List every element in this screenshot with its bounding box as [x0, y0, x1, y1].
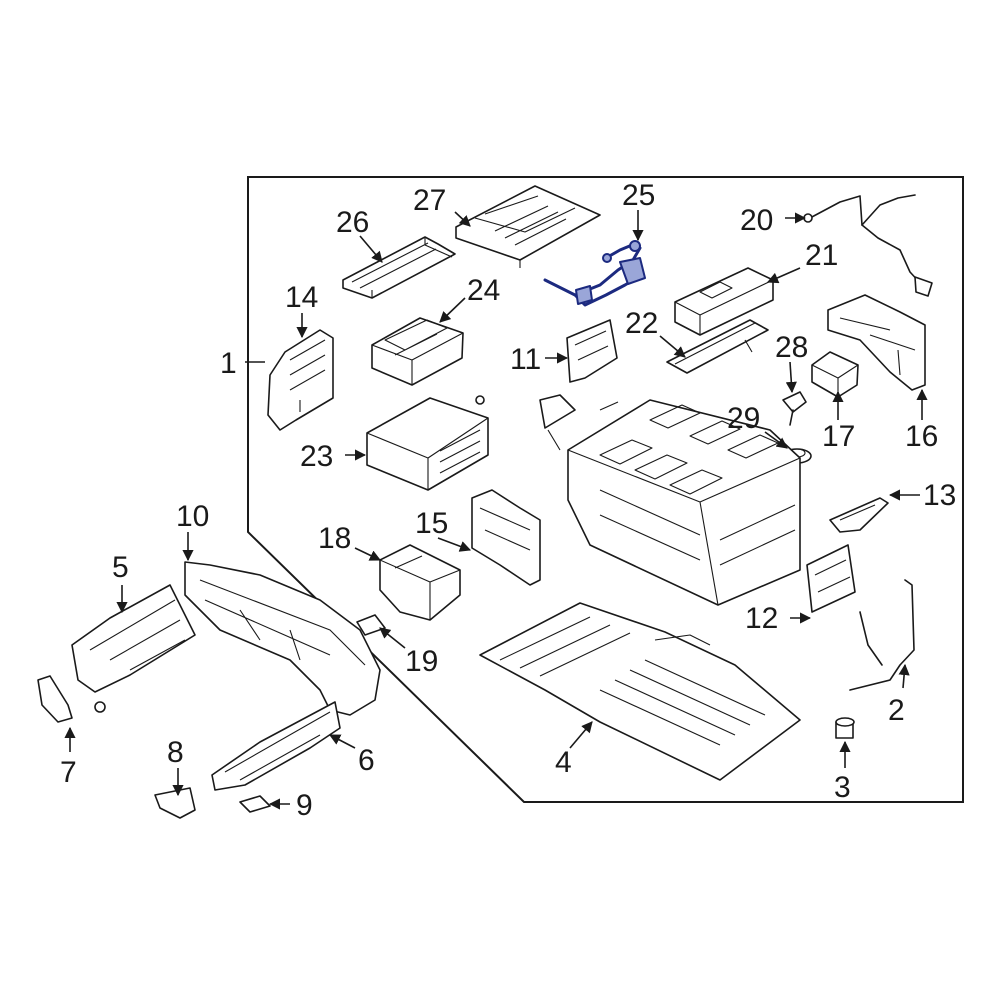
part-6-bracket[interactable]: [211, 701, 341, 791]
callout-14[interactable]: 14: [285, 281, 318, 314]
callout-labels: 1 2 3 4 5 6 7 8 9 10 11 12 13 14 15 16 1…: [60, 179, 956, 822]
callout-20[interactable]: 20: [740, 204, 773, 237]
part-5-bracket[interactable]: [71, 584, 196, 713]
callout-15[interactable]: 15: [415, 507, 448, 540]
part-23-control-unit[interactable]: [366, 395, 489, 491]
part-7-bracket[interactable]: [37, 675, 73, 723]
callout-19[interactable]: 19: [405, 645, 438, 678]
callout-22[interactable]: 22: [625, 307, 658, 340]
part-9-clip[interactable]: [239, 795, 271, 813]
part-27-cover-plate[interactable]: [455, 185, 601, 268]
part-26-cover-plate[interactable]: [342, 236, 456, 299]
part-11-bracket[interactable]: [566, 319, 618, 383]
part-21-junction-box[interactable]: [674, 267, 774, 336]
callout-11[interactable]: 11: [510, 343, 541, 376]
part-18-bracket[interactable]: [379, 544, 461, 621]
callout-18[interactable]: 18: [318, 522, 351, 555]
callout-25[interactable]: 25: [622, 179, 655, 212]
part-4-floor-pan[interactable]: [479, 602, 801, 781]
callout-10[interactable]: 10: [176, 500, 209, 533]
part-28-sensor[interactable]: [782, 391, 807, 426]
callout-6[interactable]: 6: [358, 744, 375, 777]
part-17-module[interactable]: [811, 351, 859, 398]
callout-9[interactable]: 9: [296, 789, 313, 822]
part-3-bolt[interactable]: [835, 717, 855, 739]
leader-lines: [64, 210, 928, 810]
part-battery-pack[interactable]: [539, 394, 801, 606]
part-13-clip[interactable]: [829, 497, 889, 533]
callout-7[interactable]: 7: [60, 756, 77, 789]
part-25-wire-harness[interactable]: [543, 240, 646, 307]
callout-26[interactable]: 26: [336, 206, 369, 239]
part-24-module[interactable]: [371, 317, 464, 386]
part-12-bracket[interactable]: [806, 544, 856, 613]
callout-13[interactable]: 13: [923, 479, 956, 512]
callout-8[interactable]: 8: [167, 736, 184, 769]
callout-27[interactable]: 27: [413, 184, 446, 217]
part-14-bracket[interactable]: [267, 329, 334, 431]
part-8-clip[interactable]: [154, 787, 196, 819]
part-22-rail[interactable]: [666, 319, 769, 374]
callout-12[interactable]: 12: [745, 602, 778, 635]
callout-16[interactable]: 16: [905, 420, 938, 453]
callout-2[interactable]: 2: [888, 694, 905, 727]
callout-29[interactable]: 29: [727, 402, 760, 435]
callout-5[interactable]: 5: [112, 551, 129, 584]
part-15-bracket[interactable]: [471, 489, 541, 586]
callout-17[interactable]: 17: [822, 420, 855, 453]
callout-28[interactable]: 28: [775, 331, 808, 364]
part-2-tube[interactable]: [849, 579, 915, 691]
callout-3[interactable]: 3: [834, 771, 851, 804]
part-16-side-bracket[interactable]: [827, 294, 926, 391]
part-10-rear-frame[interactable]: [184, 561, 381, 716]
assembly-frame: [247, 176, 964, 803]
callout-23[interactable]: 23: [300, 440, 333, 473]
callout-24[interactable]: 24: [467, 274, 500, 307]
callout-21[interactable]: 21: [805, 239, 838, 272]
callout-4[interactable]: 4: [555, 746, 572, 779]
callout-1[interactable]: 1: [220, 347, 237, 380]
